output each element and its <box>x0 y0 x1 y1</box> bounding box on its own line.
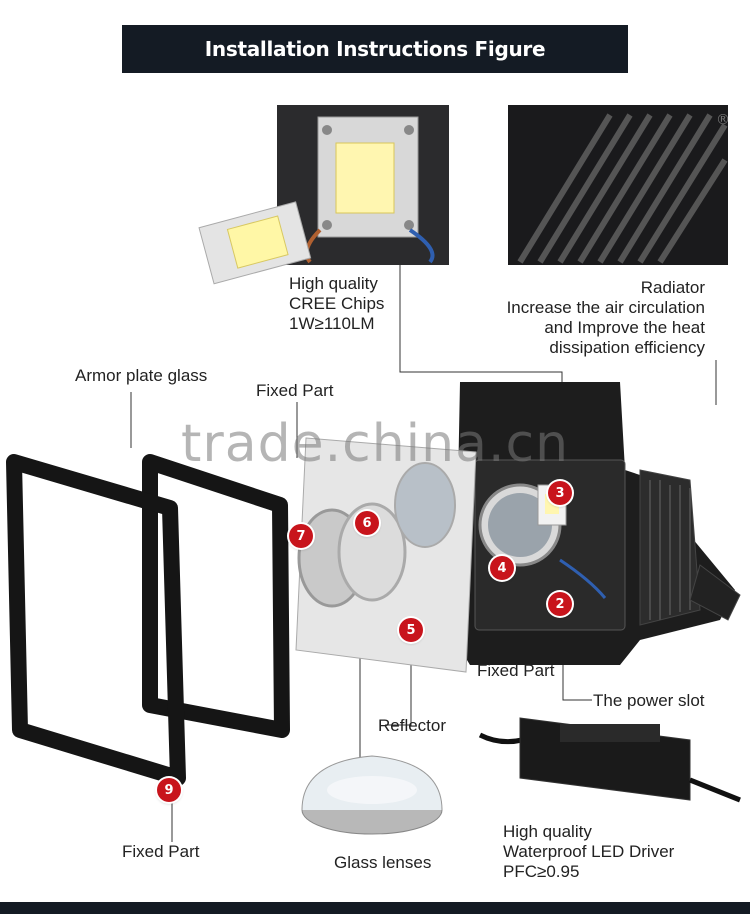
radiator-label-line-1: Radiator <box>640 278 705 297</box>
radiator-photo: ® <box>508 105 730 265</box>
power-slot-label: The power slot <box>593 691 705 710</box>
watermark: trade.china.cn <box>180 414 570 474</box>
cree-chip-photo <box>198 105 449 285</box>
driver-label-line-1: High quality <box>503 822 592 841</box>
driver-label: High quality Waterproof LED Driver PFC≥0… <box>503 822 674 882</box>
badge-3: 3 <box>548 481 572 505</box>
bottom-bar <box>0 902 750 914</box>
driver-label-line-3: PFC≥0.95 <box>503 862 580 881</box>
page-title: Installation Instructions Figure <box>204 37 546 61</box>
radiator-label-line-4: dissipation efficiency <box>549 338 705 357</box>
led-driver <box>478 717 741 803</box>
chips-label-line-1: High quality <box>289 274 378 293</box>
chips-label: High quality CREE Chips 1W≥110LM <box>289 274 384 334</box>
badge-7: 7 <box>289 524 313 548</box>
glass-lenses-label: Glass lenses <box>334 853 432 872</box>
driver-label-line-2: Waterproof LED Driver <box>503 842 675 861</box>
radiator-label-line-2: Increase the air circulation <box>506 298 705 317</box>
title-bar: Installation Instructions Figure <box>122 25 628 73</box>
armor-glass-frames <box>6 454 290 786</box>
fixed-part-top-label: Fixed Part <box>256 381 334 400</box>
badge-6: 6 <box>355 511 379 535</box>
chips-label-line-2: CREE Chips <box>289 294 385 313</box>
radiator-label: Radiator Increase the air circulation an… <box>507 278 705 358</box>
fixed-part-mid-label: Fixed Part <box>477 661 555 680</box>
fixed-part-bottom-label: Fixed Part <box>122 842 200 861</box>
glass-lens <box>301 755 443 835</box>
reflector-plate <box>295 437 477 673</box>
badge-5: 5 <box>399 618 423 642</box>
armor-glass-label: Armor plate glass <box>75 366 208 385</box>
svg-text:®: ® <box>716 112 730 128</box>
radiator-label-line-3: and Improve the heat <box>544 318 705 337</box>
reflector-label: Reflector <box>378 716 447 735</box>
badge-2: 2 <box>548 592 572 616</box>
chips-label-line-3: 1W≥110LM <box>289 314 375 333</box>
badge-9: 9 <box>157 778 181 802</box>
housing <box>455 382 741 665</box>
badge-4: 4 <box>490 556 514 580</box>
